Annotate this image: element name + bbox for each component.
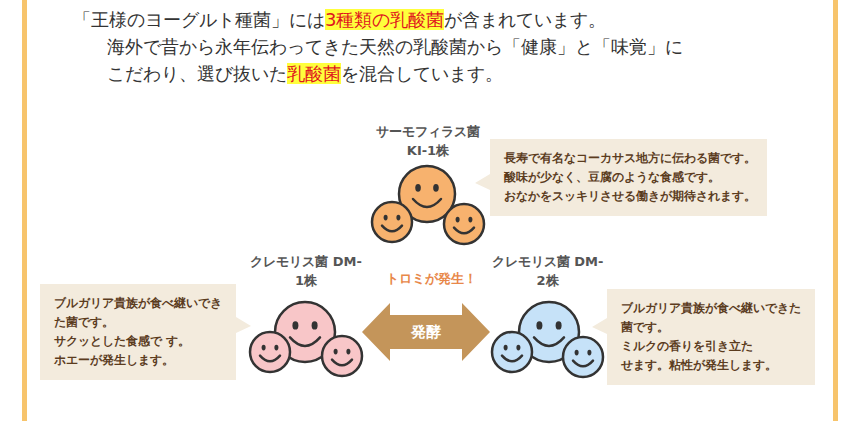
bacteria-name: サーモフィラス菌 KI-1株 bbox=[372, 122, 484, 160]
smiley-face bbox=[563, 337, 603, 377]
intro-line: こだわり、選び抜いた乳酸菌を混合しています。 bbox=[107, 62, 503, 86]
face-mouth bbox=[260, 356, 280, 362]
face-mouth bbox=[454, 228, 474, 234]
smiley-face bbox=[322, 336, 362, 376]
face-cluster bbox=[372, 122, 484, 250]
bacteria-group: サーモフィラス菌 KI-1株 bbox=[372, 122, 484, 250]
intro-text: 「王様のヨーグルト種菌」には bbox=[73, 9, 325, 30]
smiley-face bbox=[492, 332, 532, 372]
face-eye bbox=[346, 349, 350, 355]
face-eye bbox=[292, 321, 298, 329]
face-mouth bbox=[332, 360, 352, 366]
face-eye bbox=[456, 217, 460, 223]
callout-box: 長寿で有名なコーカサス地方に伝わる菌です。 酸味が少なく、豆腐のような食感です。… bbox=[490, 139, 767, 216]
bacteria-name: クレモリス菌 DM-1株 bbox=[250, 252, 362, 290]
frame-border bbox=[833, 0, 838, 421]
face-eye bbox=[334, 349, 338, 355]
smiley-face bbox=[444, 204, 484, 244]
intro-line: 海外で昔から永年伝わってきた天然の乳酸菌から「健康」と「味覚」に bbox=[107, 35, 683, 59]
face-mouth bbox=[502, 356, 522, 362]
face-eye bbox=[468, 217, 472, 223]
face-eye bbox=[433, 184, 439, 192]
face-eye bbox=[262, 345, 266, 351]
callout-fill bbox=[475, 139, 767, 216]
face-mouth bbox=[573, 361, 593, 367]
face-eye bbox=[396, 215, 400, 221]
face-eye bbox=[556, 321, 562, 329]
face-eye bbox=[536, 321, 542, 329]
double-arrow bbox=[362, 303, 490, 361]
callout-box: ブルガリア貴族が食べ継いでき た菌です。サクッとした食感で す。ホエーが発生しま… bbox=[40, 284, 236, 380]
callout-text: 長寿で有名なコーカサス地方に伝わる菌です。 酸味が少なく、豆腐のような食感です。… bbox=[490, 139, 766, 216]
intro-text: 海外で昔から永年伝わってきた天然の乳酸菌から「健康」と「味覚」に bbox=[107, 36, 683, 57]
face-eye bbox=[575, 350, 579, 356]
face-mouth bbox=[534, 337, 564, 346]
face-mouth bbox=[382, 226, 402, 232]
face-eye bbox=[504, 345, 508, 351]
note-text: トロミが発生！ bbox=[386, 270, 477, 288]
face-eye bbox=[587, 350, 591, 356]
face-eye bbox=[516, 345, 520, 351]
arrow-label: 発酵 bbox=[411, 323, 441, 342]
bacteria-group: クレモリス菌 DM-1株 bbox=[250, 252, 362, 384]
highlight-text: 3種類の乳酸菌 bbox=[325, 9, 444, 30]
face-mouth bbox=[413, 199, 441, 207]
bacteria-group: クレモリス菌 DM-2株 bbox=[490, 252, 605, 384]
face-eye bbox=[312, 321, 318, 329]
face-eye bbox=[415, 184, 421, 192]
callout-box: ブルガリア貴族が食べ継いできた 菌です。ミルクの香りを引き立た せます。粘性が発… bbox=[607, 289, 815, 385]
intro-text: が含まれています。 bbox=[444, 9, 606, 30]
face-cluster bbox=[490, 252, 605, 384]
callout-fill bbox=[40, 284, 251, 380]
intro-text: を混合しています。 bbox=[341, 63, 503, 84]
face-eye bbox=[274, 345, 278, 351]
face-eye bbox=[384, 215, 388, 221]
bacteria-name: クレモリス菌 DM-2株 bbox=[492, 252, 604, 290]
face-mouth bbox=[290, 337, 320, 346]
callout-fill bbox=[592, 289, 815, 385]
smiley-face bbox=[250, 332, 290, 372]
intro-text: こだわり、選び抜いた bbox=[107, 63, 287, 84]
callout-text: ブルガリア貴族が食べ継いでき た菌です。サクッとした食感で す。ホエーが発生しま… bbox=[40, 284, 236, 380]
smiley-face bbox=[372, 202, 412, 242]
frame-border bbox=[22, 0, 27, 421]
intro-line: 「王様のヨーグルト種菌」には3種類の乳酸菌が含まれています。 bbox=[73, 8, 606, 32]
highlight-text: 乳酸菌 bbox=[287, 63, 341, 84]
face-cluster bbox=[250, 252, 362, 384]
callout-text: ブルガリア貴族が食べ継いできた 菌です。ミルクの香りを引き立た せます。粘性が発… bbox=[607, 289, 814, 385]
